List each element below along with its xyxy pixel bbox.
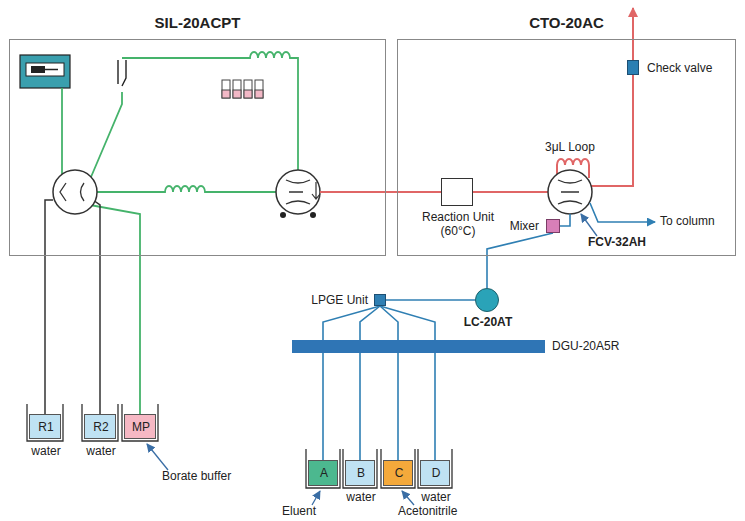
degasser-bar: DGU-20A5R [292,340,545,353]
reaction-flow-line [320,8,633,192]
bottle-letter: D [432,467,441,481]
callout-label: Borate buffer [162,470,231,484]
flow-line [380,306,435,460]
bottle-outline [27,404,452,488]
bottle-letter: MP [132,421,150,435]
lpge-unit: LPGE Unit [374,294,386,306]
check-valve: Check valve [627,60,639,75]
solvent-bottle: A [308,460,338,486]
flow-line [487,233,553,288]
rinse-line [93,200,100,414]
reaction-unit: Reaction Unit (60°C) [441,178,473,206]
bottle-letter: B [357,467,365,481]
rinse-line [45,200,53,414]
switching-valve [548,170,592,214]
bottle-letter: C [395,467,404,481]
instrument-box: SIL-20ACPT [10,40,385,255]
node-label: water [31,445,60,459]
injection-valve [276,170,320,218]
flow-line [323,306,380,460]
mixer-line [560,214,570,226]
node-label: LC-20AT [464,316,512,330]
node-label: Mixer [510,220,539,234]
callout-label: FCV-32AH [588,236,646,250]
node-label: DGU-20A5R [552,340,619,354]
bottle-letter: A [320,467,328,481]
solvent-bottle: Dwater [420,460,450,486]
column-line [590,203,655,222]
node-label: water [421,491,450,505]
node-label: Reaction Unit (60°C) [416,211,500,239]
mixer-box: Mixer [546,219,560,233]
flow-line [386,299,475,301]
callout-label: 3μL Loop [545,141,595,155]
flow-line [360,306,380,460]
solvent-bottle: R2water [84,414,116,439]
callout-label: To column [660,215,715,229]
pump-circle: LC-20AT [475,288,499,312]
needle-symbol [118,60,126,86]
flow-line [380,306,398,460]
autosampler-icon [20,55,70,88]
node-label: LPGE Unit [311,294,368,308]
solvent-bottle: Bwater [345,460,375,486]
solvent-bottle: R1water [29,414,61,439]
node-label: water [86,445,115,459]
node-label: water [346,491,375,505]
callout-label: Acetonitrile [398,505,457,519]
sample-vials [222,80,263,98]
bottle-letter: R1 [38,421,53,435]
node-label: CTO-20AC [529,14,604,31]
solvent-bottle: C [383,460,413,486]
callout-arrow [147,214,597,505]
node-label: SIL-20ACPT [155,14,241,31]
green-tubing [62,52,298,414]
callout-label: Eluent [282,505,316,519]
low-pressure-valve [53,170,97,214]
node-label: Check valve [647,62,712,76]
bottle-letter: R2 [93,421,108,435]
solvent-bottle: MP [124,414,156,439]
